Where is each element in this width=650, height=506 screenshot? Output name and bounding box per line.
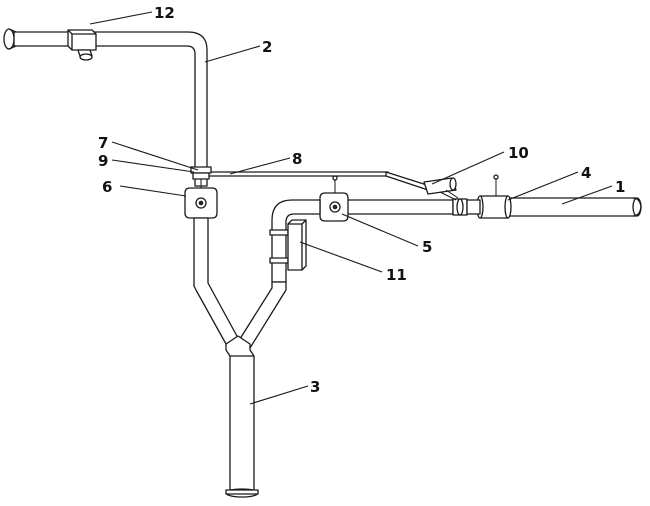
left-branch-pipe <box>193 217 239 345</box>
label-10: 10 <box>508 144 529 162</box>
actuator-component-10 <box>423 177 459 201</box>
bracket-component-7-9 <box>190 166 212 188</box>
label-8: 8 <box>292 150 302 168</box>
middle-horizontal-pipe <box>344 198 481 216</box>
right-horizontal-pipe-1 <box>507 197 642 217</box>
label-2: 2 <box>262 38 272 56</box>
label-12: 12 <box>154 4 175 22</box>
valve-component-12 <box>67 29 97 61</box>
device-component-11 <box>287 219 307 271</box>
vertical-pipe-3 <box>225 335 259 498</box>
leader-lines <box>89 11 613 405</box>
label-1: 1 <box>615 178 625 196</box>
label-4: 4 <box>581 164 591 182</box>
label-3: 3 <box>310 378 320 396</box>
label-11: 11 <box>386 266 407 284</box>
chamber-component-6 <box>184 187 218 219</box>
part-labels: 12 2 7 9 6 8 10 4 1 5 11 3 <box>98 4 625 396</box>
label-5: 5 <box>422 238 432 256</box>
rod-component-8 <box>197 171 431 191</box>
label-7: 7 <box>98 134 108 152</box>
coupling-component-4 <box>476 174 512 219</box>
right-branch-pipe <box>237 281 287 349</box>
label-6: 6 <box>102 178 112 196</box>
label-9: 9 <box>98 152 108 170</box>
